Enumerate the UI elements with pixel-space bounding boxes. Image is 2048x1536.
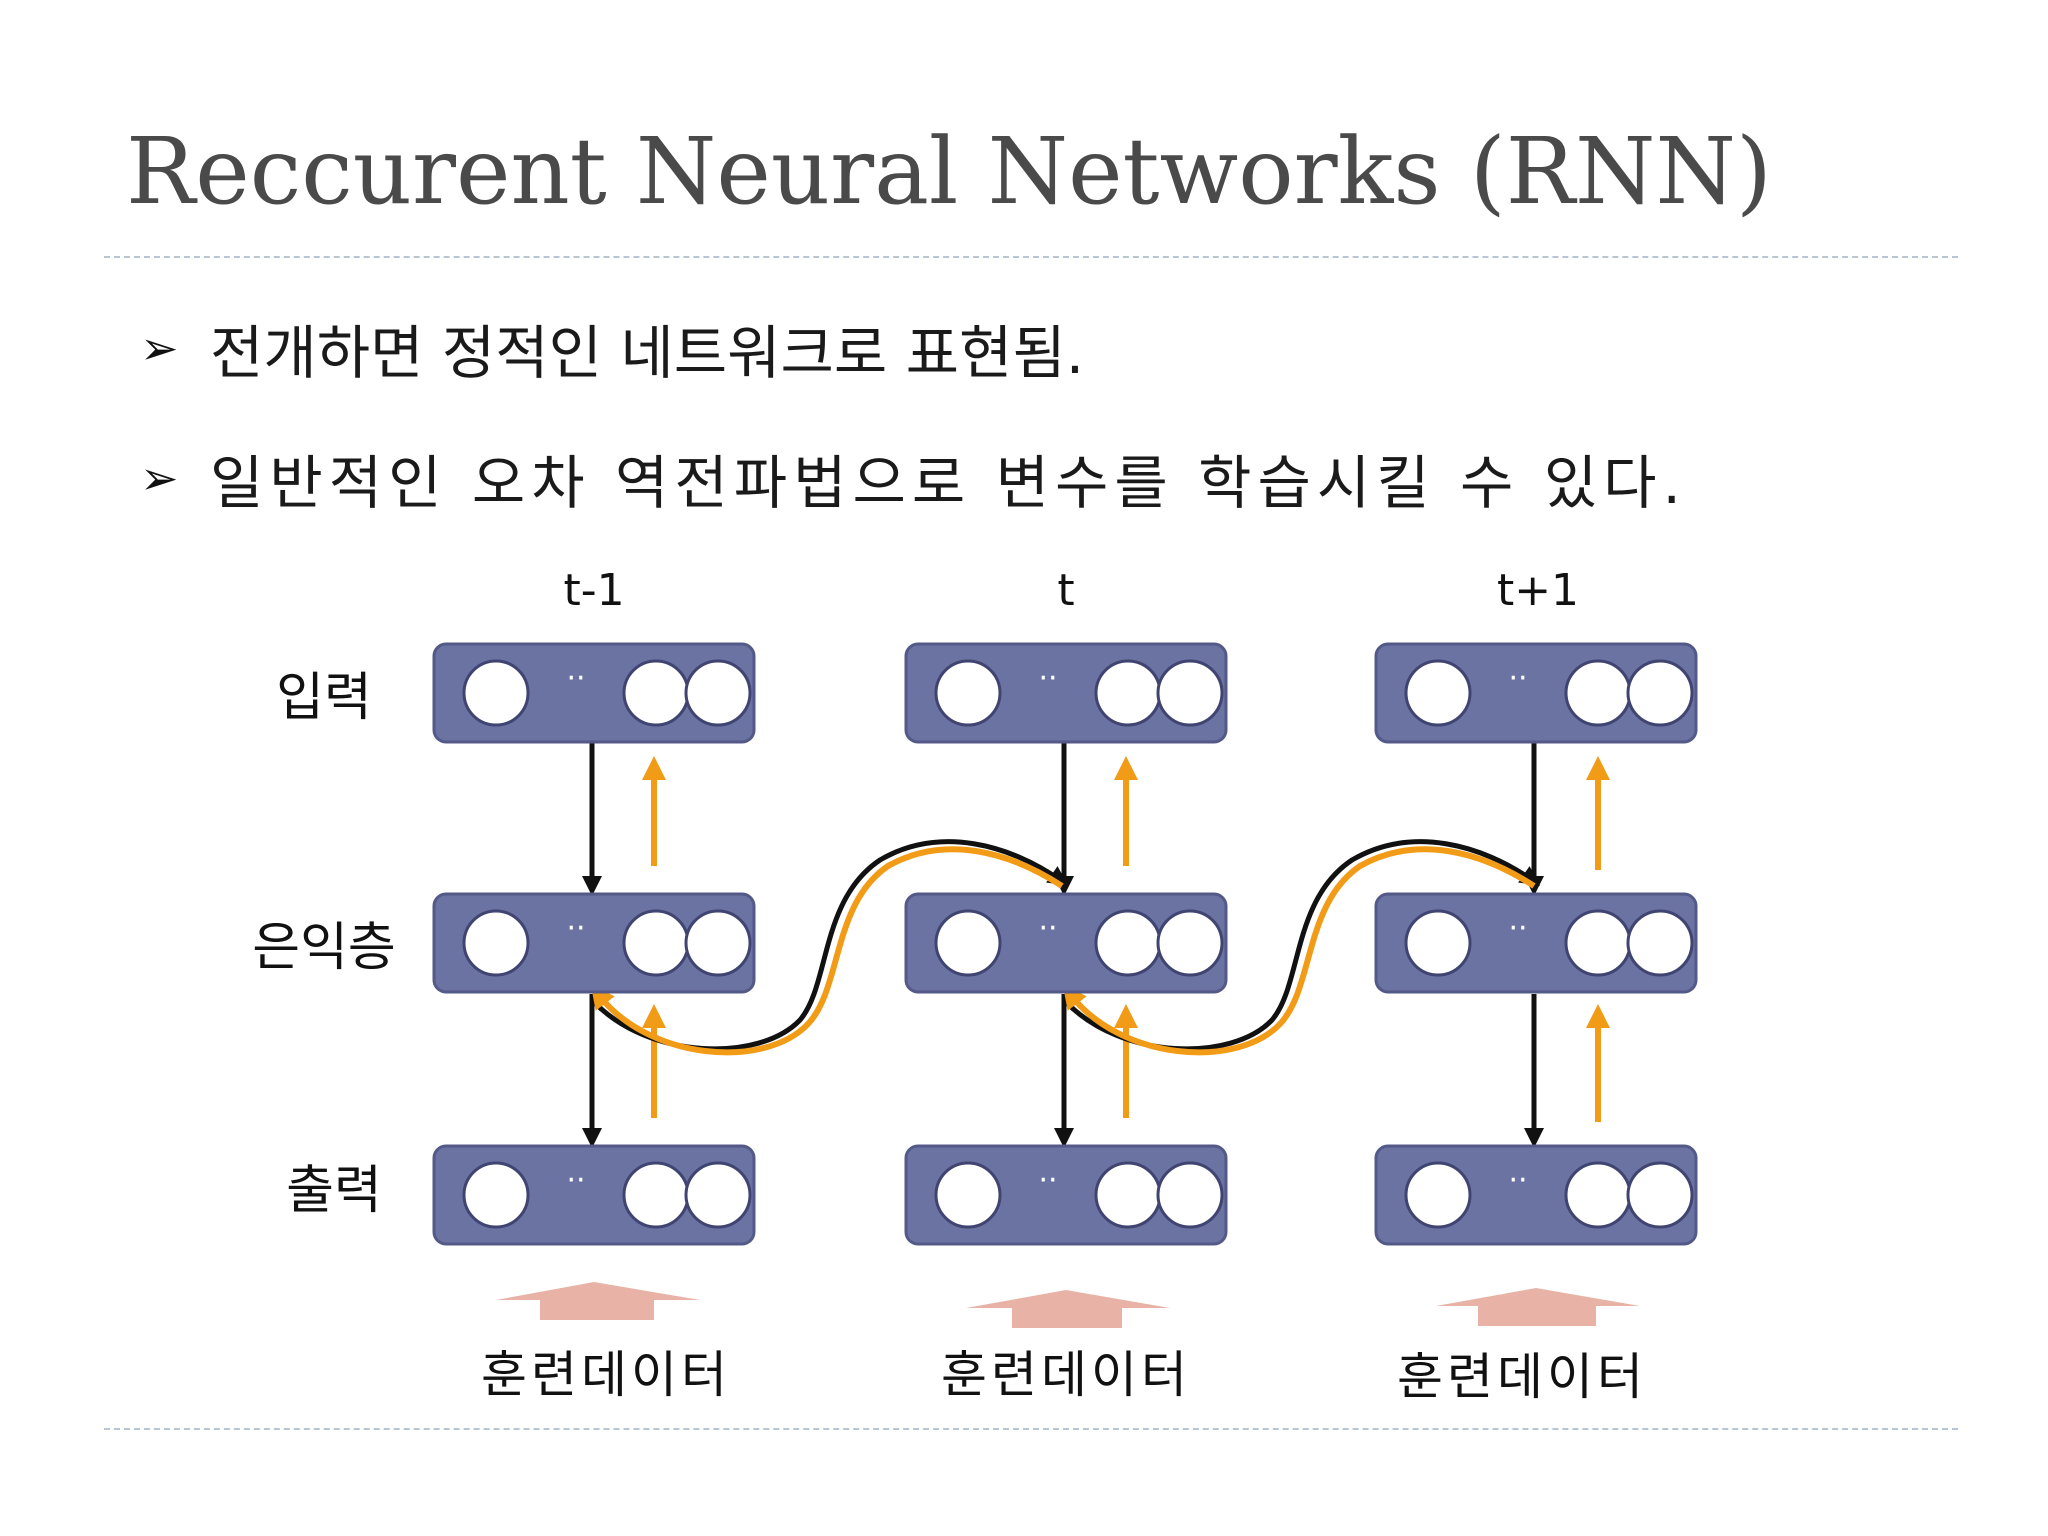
node-circle (934, 909, 1002, 977)
layer-box-output: ·· (904, 1144, 1228, 1246)
node-circle (1094, 1161, 1162, 1229)
training-data-arrow (496, 1282, 700, 1320)
layer-box-input: ·· (904, 642, 1228, 744)
node-circle (684, 909, 752, 977)
bullet-text: 일반적인 오차 역전파법으로 변수를 학습시킬 수 있다. (210, 449, 1687, 517)
node-circle (1564, 909, 1632, 977)
ellipsis-label: ·· (1508, 1163, 1527, 1198)
layer-boxes: ·· ·· ·· ·· ·· ·· ·· ·· ·· (432, 642, 1698, 1246)
recurrent-connections (590, 839, 1541, 1056)
ellipsis-label: ·· (566, 911, 585, 946)
recurrent-backprop-arrow-1 (590, 846, 1064, 1056)
time-label-t-plus-1: t+1 (1497, 565, 1579, 616)
time-label-t: t (1057, 565, 1074, 616)
bullet-item: ➢ 일반적인 오차 역전파법으로 변수를 학습시킬 수 있다. (140, 436, 1687, 520)
node-circle (684, 1161, 752, 1229)
node-circle (622, 659, 690, 727)
recurrent-backprop-arrow-2 (1062, 846, 1536, 1056)
layer-box-output: ·· (1374, 1144, 1698, 1246)
time-label-t-minus-1: t-1 (563, 565, 624, 616)
node-circle (1626, 1161, 1694, 1229)
node-circle (1156, 659, 1224, 727)
ellipsis-label: ·· (1508, 661, 1527, 696)
layer-box-output: ·· (432, 1144, 756, 1246)
footer-divider (104, 1428, 1958, 1430)
ellipsis-label: ·· (566, 1163, 585, 1198)
node-circle (1094, 659, 1162, 727)
layer-box-input: ·· (1374, 642, 1698, 744)
node-circle (462, 659, 530, 727)
arrow-bullet-icon: ➢ (140, 321, 179, 375)
row-label-output: 출력 (286, 1161, 382, 1221)
node-circle (1564, 659, 1632, 727)
title-divider (104, 256, 1958, 258)
layer-box-hidden: ·· (432, 892, 756, 994)
node-circle (1626, 659, 1694, 727)
training-data-label: 훈련데이터 (1397, 1348, 1647, 1406)
node-circle (622, 909, 690, 977)
node-circle (1094, 909, 1162, 977)
vertical-arrows (582, 742, 1610, 1148)
node-circle (934, 1161, 1002, 1229)
node-circle (462, 909, 530, 977)
ellipsis-label: ·· (1038, 911, 1057, 946)
node-circle (1564, 1161, 1632, 1229)
row-label-input: 입력 (276, 668, 372, 728)
node-circle (934, 659, 1002, 727)
node-circle (1404, 659, 1472, 727)
slide-title: Reccurent Neural Networks (RNN) (126, 118, 1772, 225)
training-data-arrows (496, 1282, 1640, 1328)
training-data-arrow (966, 1290, 1170, 1328)
node-circle (462, 1161, 530, 1229)
node-circle (1626, 909, 1694, 977)
bullet-text: 전개하면 정적인 네트워크로 표현됨. (210, 319, 1085, 387)
node-circle (622, 1161, 690, 1229)
node-circle (1404, 1161, 1472, 1229)
node-circle (1404, 909, 1472, 977)
ellipsis-label: ·· (1038, 661, 1057, 696)
bullet-item: ➢ 전개하면 정적인 네트워크로 표현됨. (140, 306, 1084, 390)
layer-box-hidden: ·· (1374, 892, 1698, 994)
layer-box-hidden: ·· (904, 892, 1228, 994)
training-data-arrow (1436, 1288, 1640, 1326)
training-data-label: 훈련데이터 (941, 1346, 1191, 1404)
node-circle (1156, 1161, 1224, 1229)
ellipsis-label: ·· (1508, 911, 1527, 946)
arrow-bullet-icon: ➢ (140, 451, 185, 505)
node-circle (684, 659, 752, 727)
node-circle (1156, 909, 1224, 977)
layer-box-input: ·· (432, 642, 756, 744)
ellipsis-label: ·· (1038, 1163, 1057, 1198)
row-label-hidden: 은익층 (252, 918, 396, 978)
ellipsis-label: ·· (566, 661, 585, 696)
training-data-label: 훈련데이터 (481, 1346, 731, 1404)
